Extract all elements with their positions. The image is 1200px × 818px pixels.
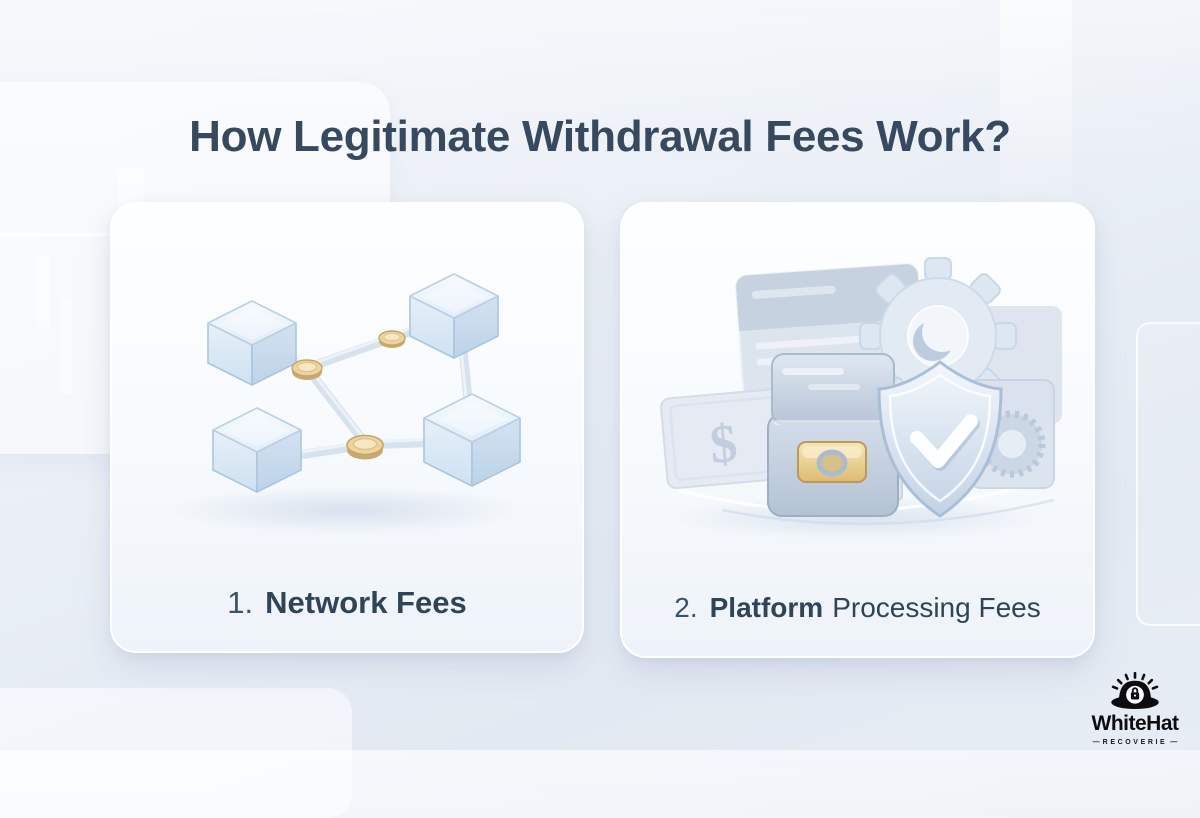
card-network-fees: 1. Network Fees (110, 202, 584, 653)
page-title: How Legitimate Withdrawal Fees Work? (189, 112, 1011, 162)
card-label: 1. Network Fees (112, 585, 582, 621)
card-title-strong: Network Fees (265, 585, 467, 620)
whitehat-hat-lock-icon (1111, 671, 1159, 710)
card-title-light: Processing Fees (832, 592, 1041, 623)
glass-cube-top-right (409, 273, 499, 359)
glass-cube-bottom-right (423, 393, 521, 487)
blockchain-network-illustration (112, 228, 582, 550)
logo-subtitle: —RECOVERIE— (1092, 739, 1178, 746)
gold-coin (291, 359, 323, 380)
card-number: 2. (674, 592, 698, 623)
wallet-shield-gear-icon: $ (660, 257, 1062, 540)
wallet-gold-clasp (797, 441, 867, 483)
card-platform-processing-fees: $ (620, 202, 1095, 658)
glass-cubes-network-icon (169, 273, 525, 534)
shield-check-icon (877, 360, 1003, 518)
background-shape-right (1136, 322, 1200, 626)
ground-swirl (721, 498, 1055, 526)
ground-shadow (169, 486, 525, 534)
gold-coin (378, 330, 406, 348)
background-shape-bottom-left (0, 688, 352, 818)
payment-processing-illustration: $ (622, 228, 1093, 550)
glass-cube-bottom-left (212, 407, 302, 493)
logo-wordmark: WhiteHat (1091, 712, 1180, 735)
card-title-strong: Platform (709, 592, 824, 623)
gold-coin (346, 434, 384, 460)
background-bar-icon (60, 298, 72, 394)
wallet-icon (767, 353, 903, 517)
whitehat-logo: WhiteHat —RECOVERIE— (1076, 671, 1194, 746)
background-bar-icon (36, 255, 50, 327)
dollar-sign: $ (707, 413, 739, 475)
card-label: 2. Platform Processing Fees (622, 592, 1093, 624)
card-number: 1. (227, 585, 254, 620)
glass-cube-top-left (207, 300, 297, 386)
